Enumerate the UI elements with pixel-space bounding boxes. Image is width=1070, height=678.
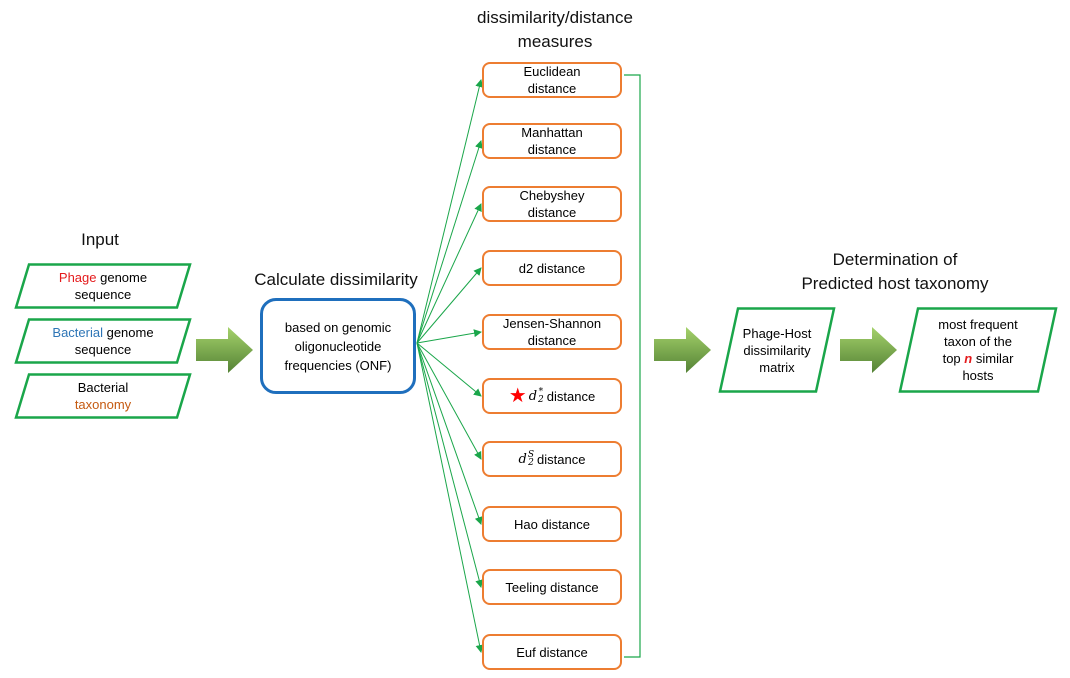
fan-arrow-4 bbox=[416, 329, 482, 344]
d2-star-scripts: *2 bbox=[538, 387, 544, 405]
measure-label: distance bbox=[537, 451, 586, 467]
result-line: most frequent bbox=[938, 317, 1018, 332]
calculate-heading: Calculate dissimilarity bbox=[254, 270, 418, 289]
determination-heading-line2: Predicted host taxonomy bbox=[801, 274, 989, 293]
measure-chebyshev: Chebyshey distance bbox=[482, 186, 622, 222]
input-heading: Input bbox=[81, 230, 119, 249]
arrow-measures-to-matrix-icon bbox=[654, 327, 711, 373]
phage-host-matrix: Phage-Host dissimilarity matrix bbox=[718, 307, 836, 393]
measure-label: distance bbox=[546, 388, 596, 404]
measure-label: Hao distance bbox=[514, 516, 590, 532]
measure-label: Teeling distance bbox=[505, 579, 599, 595]
parallelogram-shape bbox=[718, 307, 836, 393]
parallelogram-shape bbox=[898, 307, 1058, 393]
measures-bracket bbox=[624, 74, 641, 658]
onf-line: oligonucleotide bbox=[294, 338, 382, 354]
star-icon: ★ bbox=[508, 384, 527, 407]
n-variable: n bbox=[964, 351, 973, 366]
fan-arrow-0 bbox=[416, 79, 484, 344]
result-line: hosts bbox=[962, 368, 994, 383]
input-bacterial-genome: Bacterial genome sequence bbox=[14, 318, 192, 364]
measure-label: Euclidean bbox=[523, 64, 581, 79]
measure-teeling: Teeling distance bbox=[482, 569, 622, 605]
measures-heading: dissimilarity/distance measures bbox=[455, 6, 655, 54]
measure-euf: Euf distance bbox=[482, 634, 622, 670]
measure-hao: Hao distance bbox=[482, 506, 622, 542]
bacterial-text: Bacterial bbox=[77, 380, 129, 395]
fan-arrow-8 bbox=[416, 342, 484, 588]
sequence-text: sequence bbox=[74, 342, 132, 357]
taxonomy-label: taxonomy bbox=[74, 397, 132, 412]
measure-label: Euf distance bbox=[516, 644, 588, 660]
fan-arrow-5 bbox=[416, 342, 482, 397]
parallelogram-shape bbox=[14, 263, 192, 309]
matrix-line: Phage-Host bbox=[742, 325, 812, 341]
fan-arrow-3 bbox=[416, 267, 482, 344]
input-phage-genome: Phage genome sequence bbox=[14, 263, 192, 309]
measure-label: d2 distance bbox=[518, 260, 586, 276]
measures-heading-line1: dissimilarity/distance bbox=[477, 8, 633, 27]
arrow-input-to-calc-icon bbox=[196, 327, 253, 373]
fan-arrow-1 bbox=[416, 140, 483, 344]
result-line: taxon of the bbox=[944, 334, 1012, 349]
measure-d2-star: ★ d *2 distance bbox=[482, 378, 622, 414]
sequence-text: sequence bbox=[74, 287, 132, 302]
fan-arrow-2 bbox=[416, 203, 482, 344]
measure-manhattan: Manhattan distance bbox=[482, 123, 622, 159]
predicted-host-result: most frequent taxon of the top n similar… bbox=[898, 307, 1058, 393]
measure-d2: d2 distance bbox=[482, 250, 622, 286]
input-bacterial-taxonomy: Bacterial taxonomy bbox=[14, 373, 192, 419]
arrow-matrix-to-result-icon bbox=[840, 327, 897, 373]
parallelogram-shape bbox=[14, 318, 192, 364]
genome-text: genome bbox=[102, 325, 154, 340]
genome-text: genome bbox=[96, 270, 148, 285]
d2-star-symbol: d bbox=[528, 388, 538, 404]
phage-label: Phage bbox=[58, 270, 97, 285]
fan-arrow-9 bbox=[416, 342, 484, 653]
matrix-line: dissimilarity bbox=[743, 342, 811, 358]
bacterial-label: Bacterial bbox=[52, 325, 103, 340]
fan-arrow-6 bbox=[416, 342, 482, 460]
measure-label: distance bbox=[527, 81, 577, 96]
fan-arrow-7 bbox=[416, 342, 483, 525]
measures-heading-line2: measures bbox=[517, 32, 593, 51]
measure-label: Jensen-Shannon bbox=[502, 316, 602, 331]
matrix-line: matrix bbox=[759, 359, 795, 375]
onf-line: based on genomic bbox=[284, 319, 392, 335]
fan-connectors bbox=[416, 79, 484, 653]
measure-label: distance bbox=[527, 205, 577, 220]
determination-heading: Determination of Predicted host taxonomy bbox=[770, 248, 1020, 296]
measure-jensen-shannon: Jensen-Shannon distance bbox=[482, 314, 622, 350]
parallelogram-shape bbox=[14, 373, 192, 419]
measure-label: distance bbox=[527, 142, 577, 157]
onf-box: based on genomic oligonucleotide frequen… bbox=[260, 298, 416, 394]
determination-heading-line1: Determination of bbox=[832, 250, 958, 269]
d2-s-symbol: d bbox=[518, 451, 527, 467]
onf-line: frequencies (ONF) bbox=[284, 357, 392, 373]
measure-label: Chebyshey bbox=[519, 188, 585, 203]
measure-label: Manhattan bbox=[521, 125, 583, 140]
measure-label: distance bbox=[527, 333, 577, 348]
result-line: top n similar bbox=[942, 351, 1014, 366]
measure-euclidean: Euclidean distance bbox=[482, 62, 622, 98]
